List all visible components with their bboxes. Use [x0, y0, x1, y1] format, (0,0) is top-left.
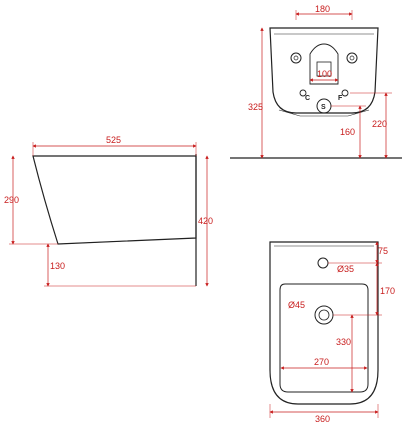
top-view: 75 Ø35 170 Ø45 330 270 360	[269, 241, 395, 424]
rim-height-label: 290	[4, 195, 19, 205]
hot-inlet-circle	[341, 89, 349, 97]
bowl-outline	[279, 283, 369, 393]
cold-marker: C	[305, 95, 310, 102]
fixing-hole-right-inner	[349, 55, 355, 61]
base-offset-label: 130	[50, 261, 65, 271]
drain-hole-label: Ø45	[288, 300, 305, 310]
fixing-spacing-label: 100	[317, 69, 332, 79]
pipe-height-label: 220	[372, 119, 387, 129]
tap-hole-label: Ø35	[337, 264, 354, 274]
side-base-shadow	[57, 237, 197, 245]
back-channel	[309, 43, 339, 85]
fixing-bracket	[316, 61, 332, 77]
outlet-height-label: 160	[340, 127, 355, 137]
hot-marker: F	[338, 95, 343, 102]
tap-hole	[317, 257, 329, 269]
side-view: 525 290 420 130	[4, 135, 213, 287]
inner-width-label: 270	[314, 357, 329, 367]
outer-width-label: 360	[315, 414, 330, 424]
drain-distance-label: 330	[336, 337, 351, 347]
top-outline	[269, 241, 379, 405]
side-outline	[32, 155, 197, 245]
bowl-depth-label: 170	[380, 286, 395, 296]
width-top-label: 180	[315, 4, 330, 14]
fixing-hole-left-inner	[293, 55, 299, 61]
back-view: C F S 180 100 325 220 160	[230, 4, 402, 159]
length-label: 525	[106, 135, 121, 145]
height-total-label: 325	[248, 102, 263, 112]
drain-hole-inner	[318, 309, 330, 321]
fixing-hole-right	[346, 52, 358, 64]
fixing-hole-left	[290, 52, 302, 64]
cold-inlet-circle	[299, 89, 307, 97]
drain-hole-outer	[314, 305, 334, 325]
outlet-marker: S	[321, 104, 326, 111]
total-height-label: 420	[198, 216, 213, 226]
tap-offset-label: 75	[378, 246, 388, 256]
back-outline	[269, 27, 379, 114]
